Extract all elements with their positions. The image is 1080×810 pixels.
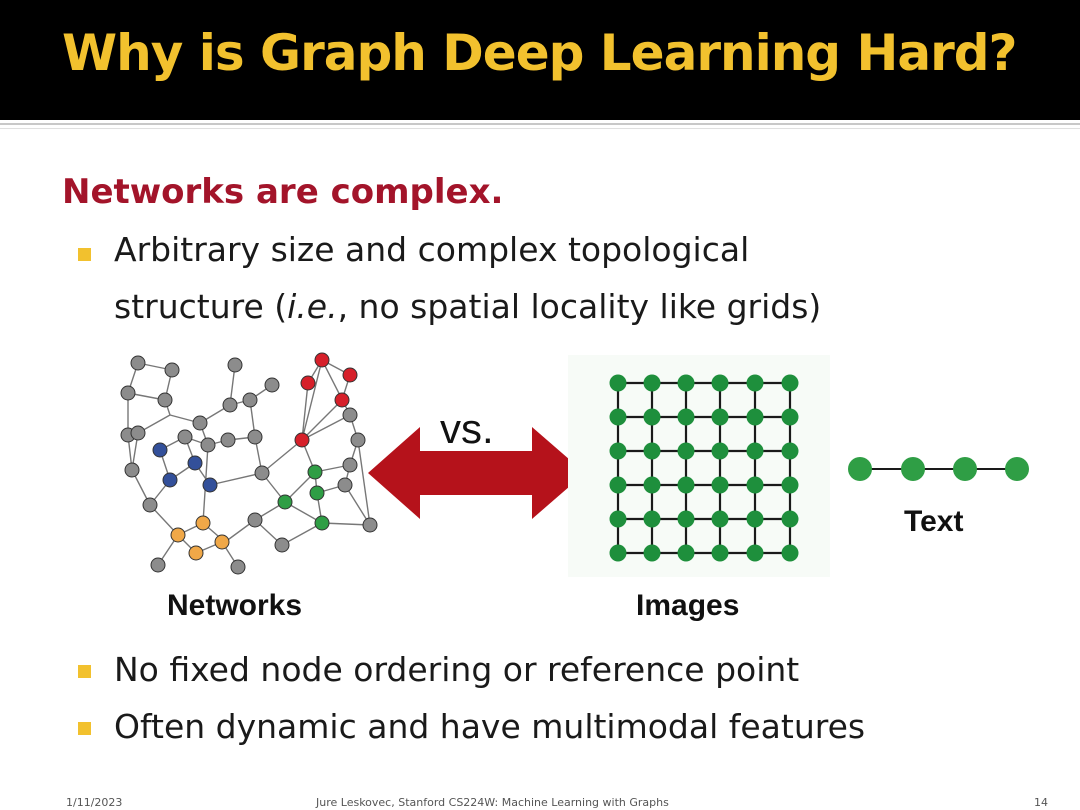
grid-node xyxy=(609,374,627,392)
grid-image xyxy=(568,355,830,577)
bullet-1-line-1: Arbitrary size and complex topological xyxy=(114,230,750,269)
grid-node xyxy=(677,408,695,426)
grid-node xyxy=(643,408,661,426)
bullet-1-line-2-pre: structure ( xyxy=(114,287,288,326)
double-arrow-icon xyxy=(368,427,585,519)
grid-node xyxy=(746,544,764,562)
grid-node xyxy=(711,476,729,494)
grid-node xyxy=(711,408,729,426)
text-chain xyxy=(848,457,1029,481)
bullet-1-line-2-italic: i.e. xyxy=(287,287,338,326)
grid-node xyxy=(711,442,729,460)
page-number: 14 xyxy=(1034,796,1048,809)
grid-node xyxy=(781,408,799,426)
images-label: Images xyxy=(636,589,739,622)
grid-node xyxy=(609,408,627,426)
grid-node xyxy=(677,442,695,460)
network-nodes xyxy=(120,352,378,575)
grid-node xyxy=(677,510,695,528)
bullet-2: No fixed node ordering or reference poin… xyxy=(114,650,800,689)
grid-node xyxy=(711,374,729,392)
bullet-3: Often dynamic and have multimodal featur… xyxy=(114,707,866,746)
grid-node xyxy=(781,374,799,392)
grid-node xyxy=(677,374,695,392)
grid-node xyxy=(643,544,661,562)
grid-node xyxy=(609,476,627,494)
grid-node xyxy=(746,374,764,392)
text-label: Text xyxy=(904,505,963,538)
footer-date: 1/11/2023 xyxy=(66,796,123,809)
bullet-1-line-2: structure (i.e., no spatial locality lik… xyxy=(114,287,821,326)
grid-node xyxy=(781,476,799,494)
networks-label: Networks xyxy=(167,589,302,622)
grid-node xyxy=(609,544,627,562)
grid-node xyxy=(781,442,799,460)
grid-node xyxy=(711,510,729,528)
slide-title: Why is Graph Deep Learning Hard? xyxy=(62,24,1018,82)
grid-node xyxy=(746,442,764,460)
subheading: Networks are complex. xyxy=(62,172,504,212)
bullet-marker-icon xyxy=(78,722,91,735)
vs-label: vs. xyxy=(440,405,494,452)
network-graph xyxy=(127,359,371,568)
grid-node xyxy=(643,374,661,392)
grid-node xyxy=(781,544,799,562)
title-divider xyxy=(0,123,1080,125)
grid-node xyxy=(643,476,661,494)
bullet-marker-icon xyxy=(78,665,91,678)
grid-node xyxy=(677,476,695,494)
footer-credit: Jure Leskovec, Stanford CS224W: Machine … xyxy=(316,796,669,809)
grid-node xyxy=(711,544,729,562)
comparison-figure: vs. Text Networks Images xyxy=(120,352,1029,622)
bullet-marker-icon xyxy=(78,248,91,261)
bullet-1-line-2-post: , no spatial locality like grids) xyxy=(337,287,822,326)
grid-node xyxy=(609,510,627,528)
grid-node xyxy=(746,408,764,426)
grid-node xyxy=(609,442,627,460)
title-divider-thin xyxy=(0,128,1080,129)
grid-node xyxy=(643,442,661,460)
grid-node xyxy=(746,510,764,528)
grid-node xyxy=(677,544,695,562)
grid-node xyxy=(643,510,661,528)
grid-node xyxy=(746,476,764,494)
title-bar xyxy=(0,0,1080,120)
grid-node xyxy=(781,510,799,528)
